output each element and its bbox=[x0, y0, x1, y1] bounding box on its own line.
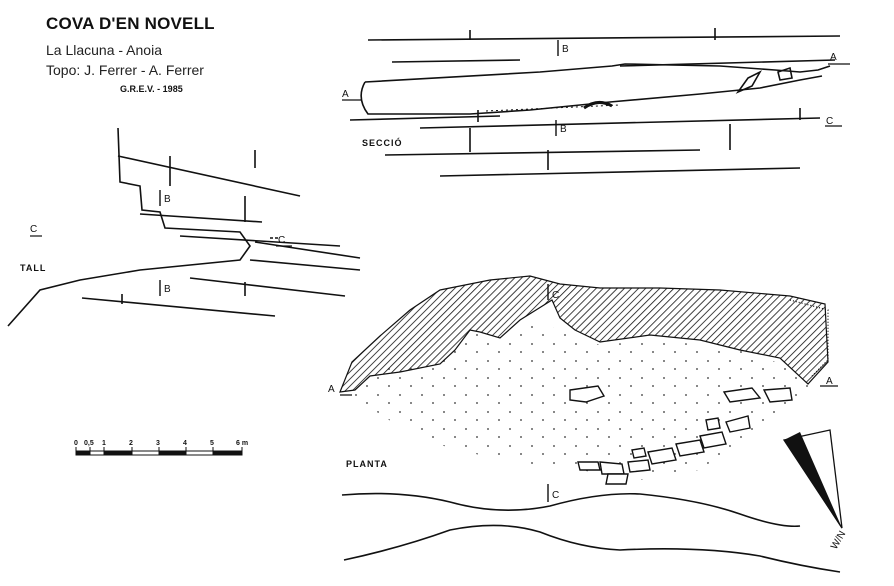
section-marker-b-bottom: B bbox=[560, 124, 567, 135]
section-marker-b-top: B bbox=[562, 44, 569, 55]
tall-marker-b-bottom: B bbox=[164, 284, 171, 295]
cross-section-view bbox=[7, 127, 361, 327]
tall-marker-c-right: C bbox=[278, 235, 285, 246]
north-arrow-icon bbox=[782, 429, 843, 529]
section-marker-c: C bbox=[826, 116, 833, 127]
scale-tick-6: 6 m bbox=[236, 440, 248, 447]
scale-tick-1: 1 bbox=[102, 440, 106, 447]
map-title: COVA D'EN NOVELL bbox=[46, 14, 215, 33]
scale-tick-5: 5 bbox=[210, 440, 214, 447]
tall-label: TALL bbox=[20, 263, 46, 273]
section-view bbox=[342, 28, 850, 177]
north-arrow-label: W/N bbox=[829, 529, 848, 551]
scale-tick-05: 0,5 bbox=[84, 440, 94, 447]
plan-marker-a-right: A bbox=[826, 376, 833, 387]
club-credit: G.R.E.V. - 1985 bbox=[120, 84, 183, 94]
scale-tick-2: 2 bbox=[129, 440, 133, 447]
tall-marker-b-top: B bbox=[164, 194, 171, 205]
plan-marker-c-top: C bbox=[552, 290, 559, 301]
scale-tick-3: 3 bbox=[156, 440, 160, 447]
scale-tick-0: 0 bbox=[74, 440, 78, 447]
plan-marker-c-bottom: C bbox=[552, 490, 559, 501]
location-text: La Llacuna - Anoia bbox=[46, 42, 162, 58]
section-marker-a-right: A bbox=[830, 52, 837, 63]
surveyors-text: Topo: J. Ferrer - A. Ferrer bbox=[46, 62, 204, 78]
scale-tick-4: 4 bbox=[183, 440, 187, 447]
plan-view bbox=[339, 275, 841, 573]
planta-label: PLANTA bbox=[346, 459, 388, 469]
section-marker-a-left: A bbox=[342, 89, 349, 100]
tall-marker-c-left: C bbox=[30, 224, 37, 235]
scale-bar bbox=[75, 447, 243, 456]
seccio-label: SECCIÓ bbox=[362, 137, 403, 148]
plan-marker-a-left: A bbox=[328, 384, 335, 395]
